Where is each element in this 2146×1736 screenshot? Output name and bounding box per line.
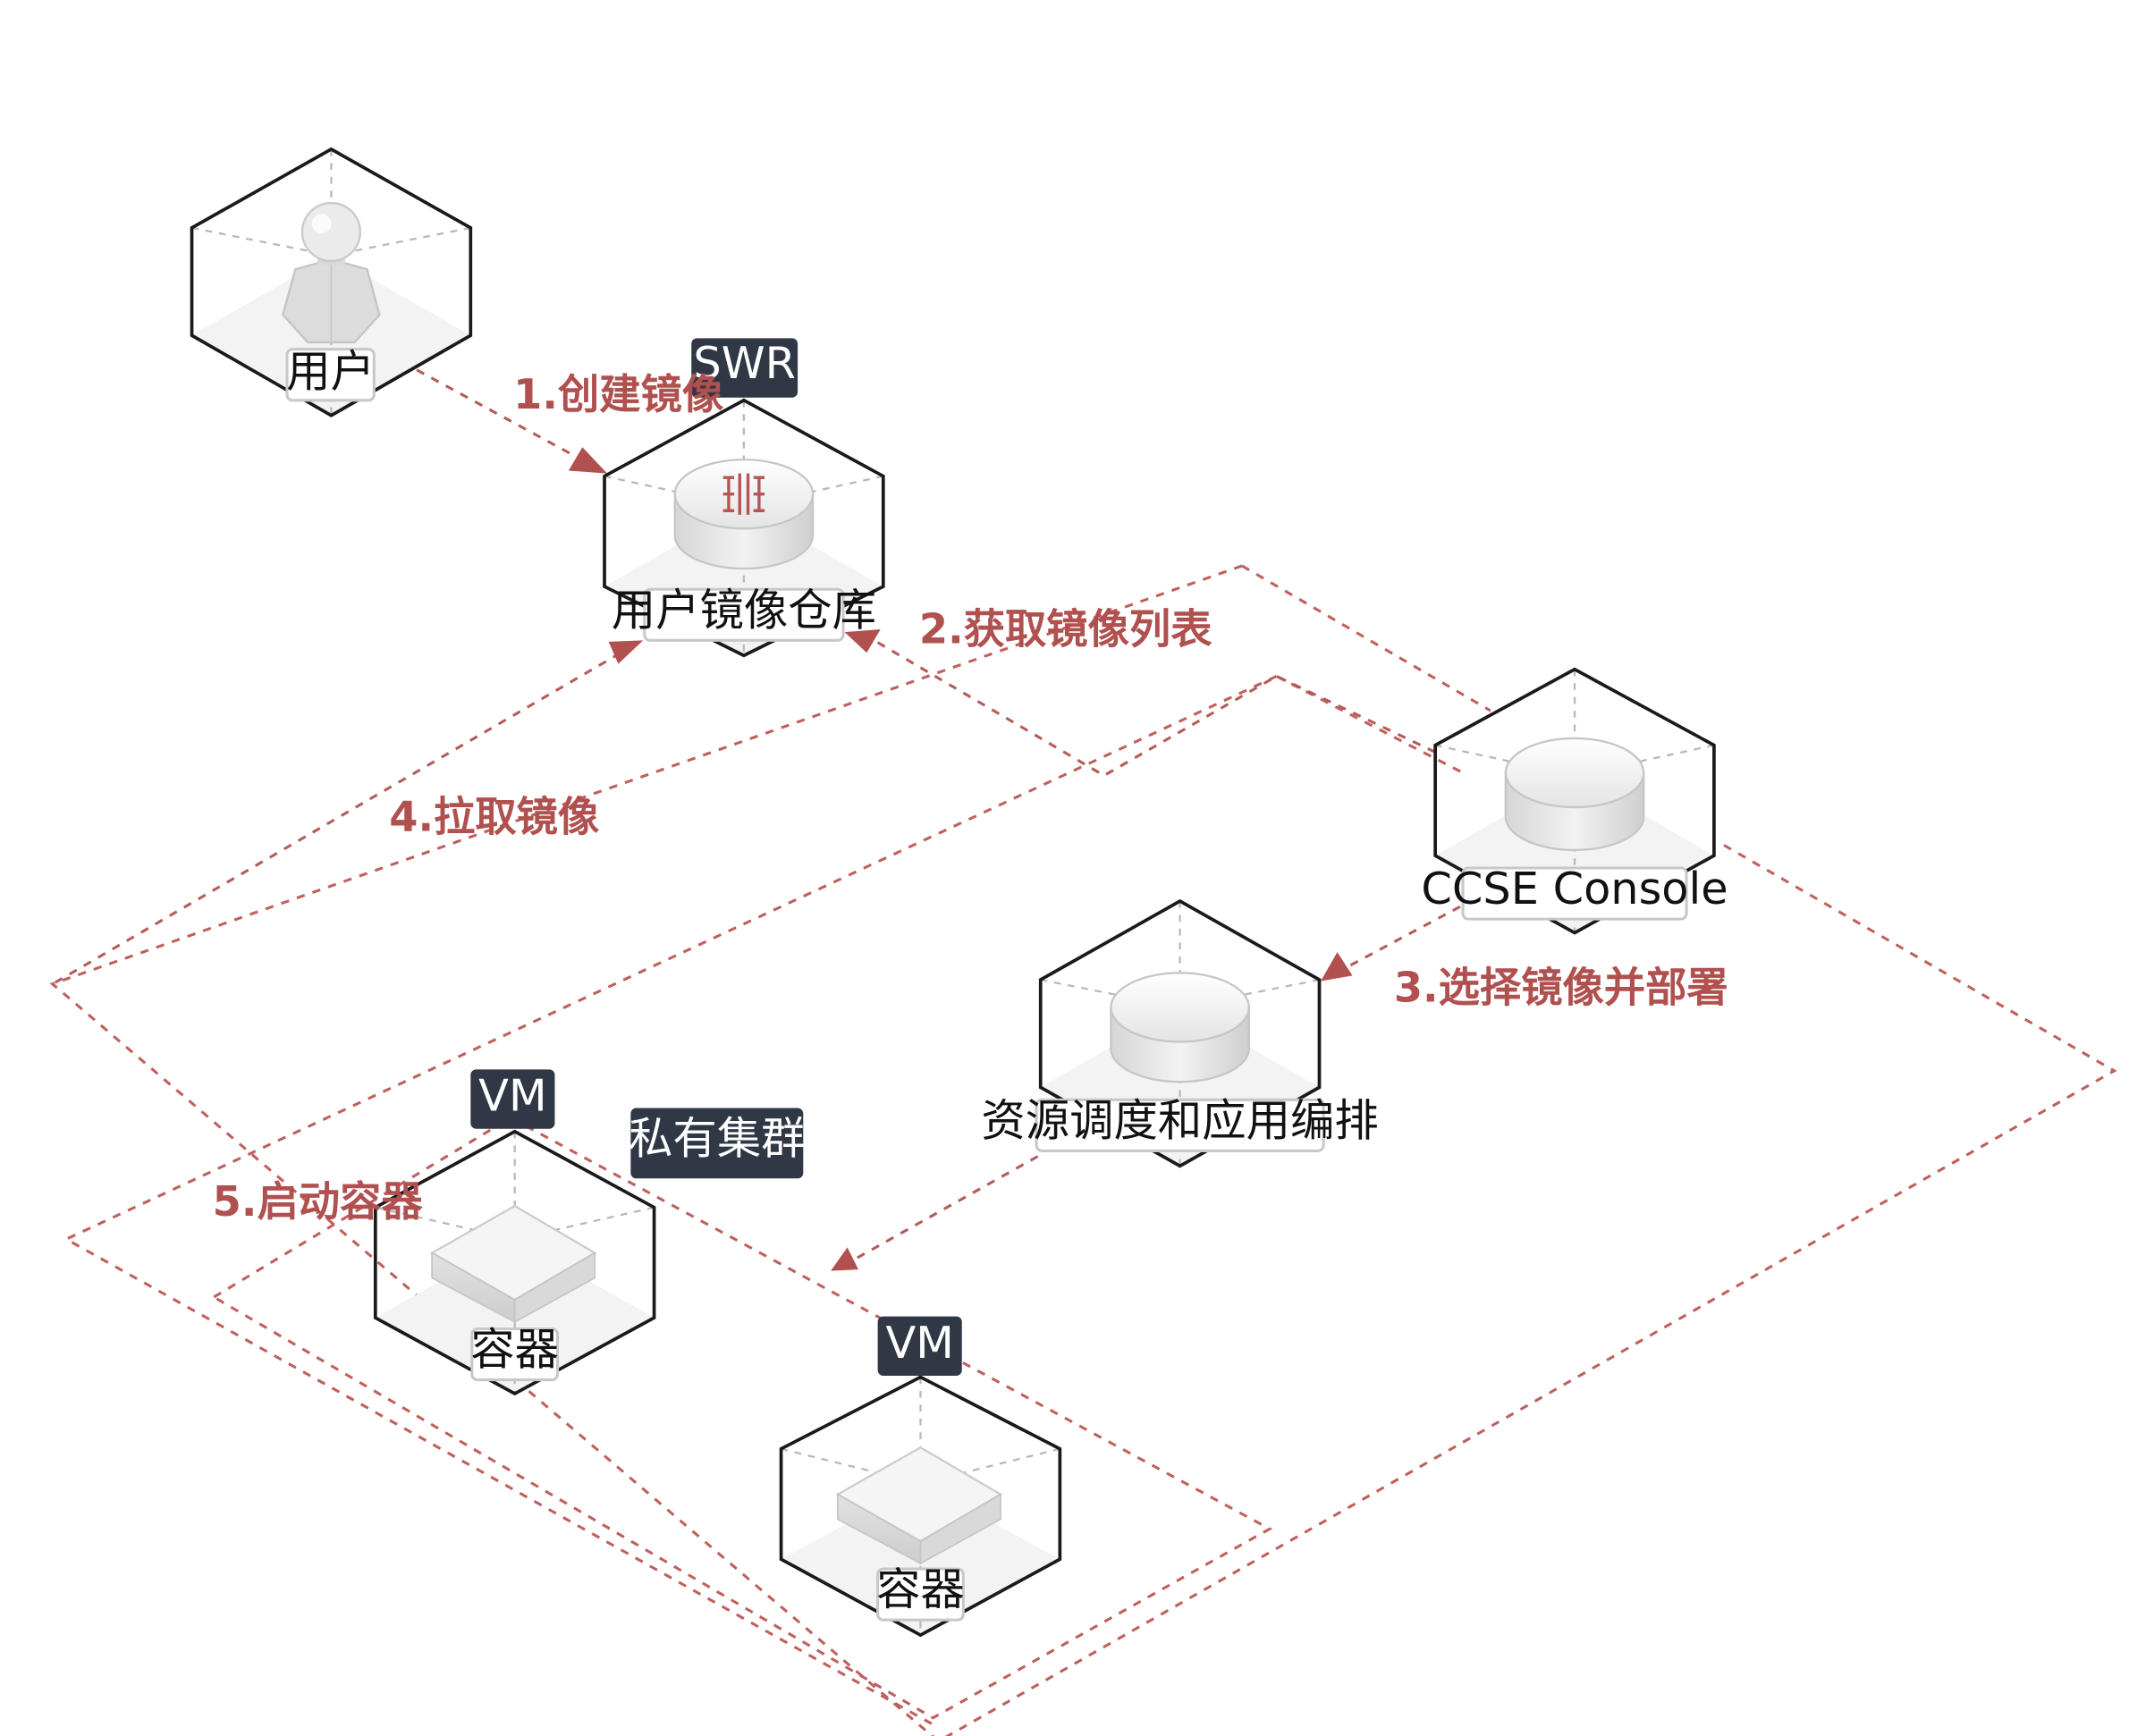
container-node-1: VM 容器	[373, 1069, 656, 1396]
step4-label: 4.拉取镜像	[389, 792, 600, 840]
image-registry-icon	[673, 458, 815, 570]
scheduler-node: 资源调度和应用编排	[981, 898, 1379, 1168]
registry-node: SWR 用户镜像仓库	[603, 337, 885, 658]
container-2-label: 容器	[876, 1563, 965, 1615]
user-node: 用户	[190, 147, 473, 417]
step4-connector	[54, 640, 644, 984]
outer-zone-boundary-top	[1241, 564, 1491, 712]
database-disk-icon	[1504, 737, 1645, 852]
private-cluster-area	[211, 1116, 1273, 1720]
outer-zone-boundary	[49, 564, 2117, 1736]
inner-zone-boundary-top	[1275, 675, 1464, 774]
step-deploy-connector	[831, 1155, 1039, 1271]
step3-label: 3.选择镜像并部署	[1394, 964, 1728, 1012]
database-disk-icon	[1110, 972, 1250, 1083]
container-1-label: 容器	[470, 1324, 559, 1376]
step3-connector	[1321, 905, 1461, 982]
step2-connector	[844, 628, 1436, 778]
step1-connector	[416, 368, 608, 474]
console-label: CCSE Console	[1421, 863, 1728, 914]
private-cluster-tag: 私有集群	[629, 1112, 806, 1164]
container-1-tag: VM	[478, 1070, 546, 1122]
container-block-icon	[429, 1204, 597, 1324]
registry-tag: SWR	[693, 337, 795, 389]
scheduler-label: 资源调度和应用编排	[981, 1094, 1378, 1146]
user-figure-icon	[282, 201, 381, 344]
container-2-tag: VM	[885, 1317, 953, 1369]
console-node: CCSE Console	[1421, 667, 1728, 935]
registry-label: 用户镜像仓库	[612, 584, 876, 636]
container-node-2: VM 容器	[779, 1316, 1062, 1638]
user-label: 用户	[286, 345, 375, 397]
step5-label: 5.启动容器	[213, 1177, 424, 1226]
step2-label: 2.获取镜像列表	[919, 604, 1212, 653]
container-block-icon	[835, 1445, 1003, 1565]
step1-label: 1.创建镜像	[513, 370, 724, 418]
